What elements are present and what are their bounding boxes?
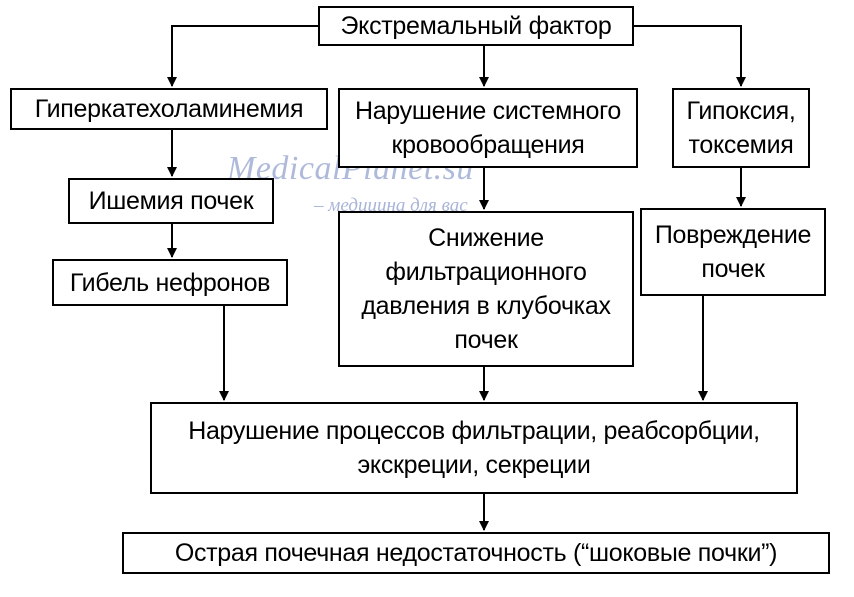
node-filtration-pressure-drop-label: Снижение фильтрационного давления в клуб… <box>361 224 611 354</box>
node-extreme-factor: Экстремальный фактор <box>318 6 634 46</box>
node-acute-renal-failure-label: Острая почечная недостаточность (“шоковы… <box>174 539 778 567</box>
node-acute-renal-failure: Острая почечная недостаточность (“шоковы… <box>122 532 830 574</box>
node-kidney-damage-label: Повреждение почек <box>654 221 812 283</box>
node-nephron-death: Гибель нефронов <box>52 259 288 306</box>
node-filtration-pressure-drop: Снижение фильтрационного давления в клуб… <box>338 211 634 367</box>
arrow-factor-to-hypoxia <box>634 25 746 87</box>
node-hypoxia-toxemia: Гипоксия, токсемия <box>672 88 810 168</box>
watermark-tagline: – медицина для вас <box>314 195 468 216</box>
node-extreme-factor-label: Экстремальный фактор <box>340 12 612 40</box>
node-process-disorder: Нарушение процессов фильтрации, реабсорб… <box>150 402 798 494</box>
node-hypercatecholaminemia: Гиперкатехоламинемия <box>10 88 328 130</box>
node-hypoxia-toxemia-label: Гипоксия, токсемия <box>686 97 796 159</box>
node-nephron-death-label: Гибель нефронов <box>69 268 271 297</box>
arrow-factor-to-hypercatecholaminemia <box>167 25 318 87</box>
node-kidney-damage: Повреждение почек <box>640 208 826 296</box>
node-circulation-disorder: Нарушение системного кровообращения <box>338 88 638 168</box>
node-hypercatecholaminemia-label: Гиперкатехоламинемия <box>34 95 304 123</box>
node-circulation-disorder-label: Нарушение системного кровообращения <box>354 97 622 159</box>
node-process-disorder-label: Нарушение процессов фильтрации, реабсорб… <box>188 417 760 479</box>
node-kidney-ischemia-label: Ишемия почек <box>88 187 254 215</box>
node-kidney-ischemia: Ишемия почек <box>68 178 274 224</box>
